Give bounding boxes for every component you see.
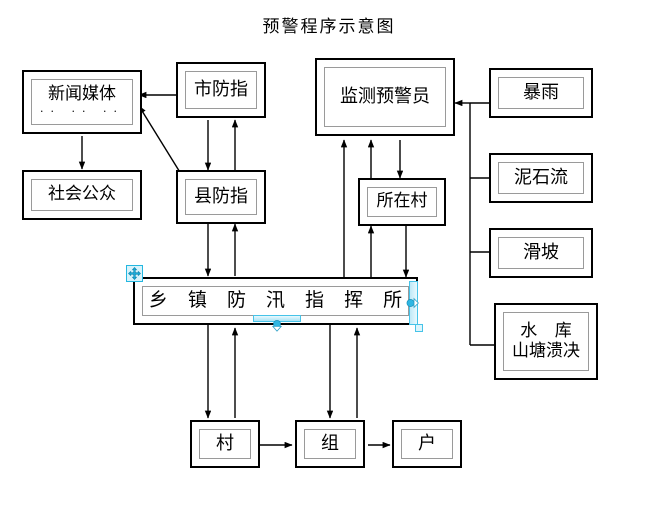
- move-handle[interactable]: [126, 265, 143, 282]
- node-monitor-warner[interactable]: 监测预警员: [315, 58, 455, 136]
- node-local-village-label: 所在村: [367, 187, 437, 217]
- node-news-media-inner: 新闻媒体 ·· ·· ··: [31, 79, 133, 125]
- node-news-media-sublabel: ·· ·· ··: [40, 105, 124, 119]
- resize-bottom-icon: [271, 320, 283, 332]
- resize-right-icon: [406, 297, 419, 309]
- page-title: 预警程序示意图: [262, 17, 396, 37]
- node-village[interactable]: 村: [190, 420, 260, 468]
- node-hazard-reservoir-inner: 水 库 山塘溃决: [503, 312, 589, 371]
- node-hazard-landslide-label: 滑坡: [498, 237, 584, 269]
- node-hazard-landslide[interactable]: 滑坡: [489, 228, 593, 278]
- node-group[interactable]: 组: [295, 420, 365, 468]
- arrow-county-to-media: [138, 105, 187, 183]
- node-city-command[interactable]: 市防指: [176, 62, 266, 118]
- node-household[interactable]: 户: [392, 420, 462, 468]
- resize-handle-bottom[interactable]: [253, 315, 301, 332]
- node-hazard-reservoir-label-line1: 水 库: [520, 320, 578, 341]
- node-social-public[interactable]: 社会公众: [22, 170, 142, 220]
- node-hazard-rainstorm[interactable]: 暴雨: [489, 68, 593, 118]
- node-county-command-label: 县防指: [185, 179, 257, 215]
- node-city-command-label: 市防指: [185, 71, 257, 109]
- node-hazard-debris-flow[interactable]: 泥石流: [489, 153, 593, 203]
- node-township-hq[interactable]: 乡 镇 防 汛 指 挥 所: [133, 277, 418, 325]
- node-monitor-warner-label: 监测预警员: [324, 67, 446, 127]
- move-icon: [128, 267, 141, 280]
- node-hazard-rainstorm-label: 暴雨: [498, 77, 584, 109]
- node-township-hq-label: 乡 镇 防 汛 指 挥 所: [142, 286, 409, 316]
- node-household-label: 户: [401, 429, 453, 459]
- resize-handle-right[interactable]: [406, 281, 419, 325]
- node-local-village[interactable]: 所在村: [358, 178, 446, 226]
- node-village-label: 村: [199, 429, 251, 459]
- node-group-label: 组: [304, 429, 356, 459]
- node-news-media-label: 新闻媒体: [48, 83, 116, 104]
- node-hazard-reservoir-label-line2: 山塘溃决: [512, 340, 580, 361]
- node-news-media[interactable]: 新闻媒体 ·· ·· ··: [22, 70, 142, 134]
- corner-handle[interactable]: [415, 324, 423, 332]
- node-county-command[interactable]: 县防指: [176, 170, 266, 224]
- node-social-public-label: 社会公众: [31, 179, 133, 211]
- node-hazard-reservoir[interactable]: 水 库 山塘溃决: [494, 303, 598, 380]
- node-hazard-debris-flow-label: 泥石流: [498, 162, 584, 194]
